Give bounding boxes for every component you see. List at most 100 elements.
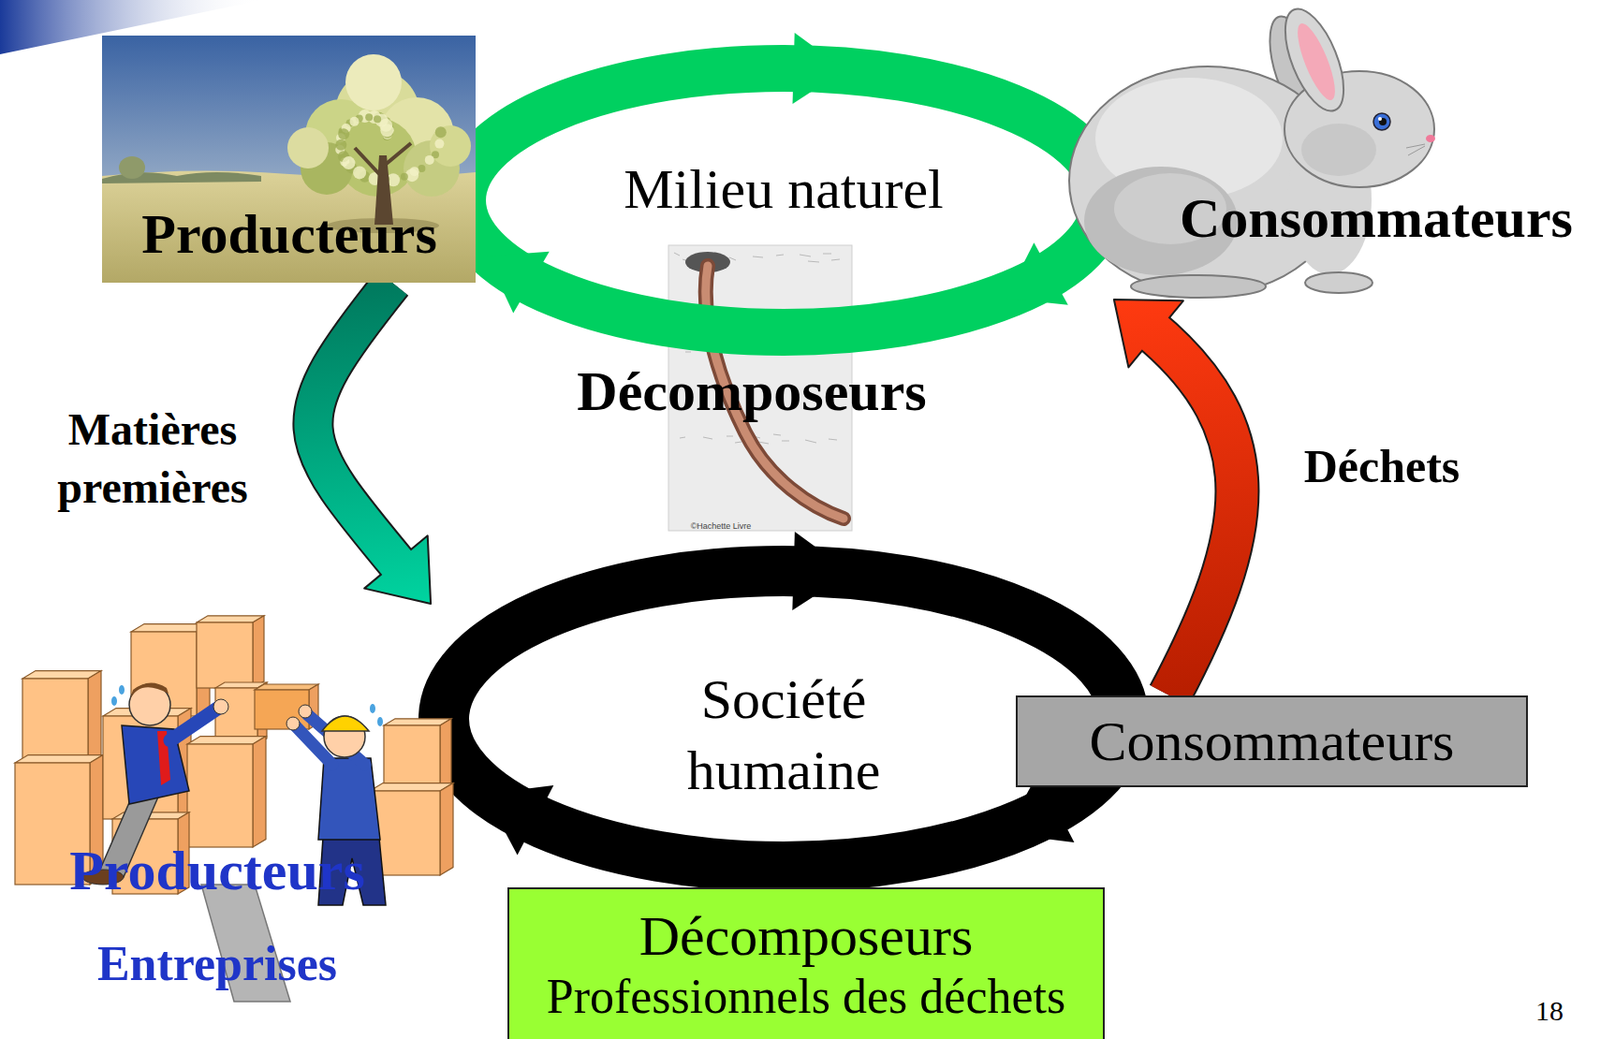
node-text: Entreprises [97, 936, 338, 993]
companies-producers: ProducteursEntreprises [9, 603, 464, 1007]
small-tree [118, 156, 146, 179]
ring-arrowhead [484, 785, 554, 856]
text-holder: Consommateurs [1179, 186, 1573, 251]
soil-speck [781, 440, 790, 442]
page-number: 18 [1535, 995, 1564, 1028]
box-side [440, 783, 454, 876]
arrow-shaft [312, 282, 403, 571]
soil-speck [726, 436, 734, 438]
node-text: Décomposeurs [576, 359, 926, 425]
leaf-speck [373, 115, 382, 123]
soil-speck [729, 257, 736, 261]
box-text: Professionnels des déchets [546, 968, 1067, 1026]
rabbit-eye-glint [1378, 117, 1382, 121]
rabbit-ear [1273, 0, 1356, 119]
leaf-speck [337, 128, 350, 140]
leaf-speck [400, 173, 409, 181]
rabbit-whiskers [1406, 144, 1425, 156]
soil-speck [807, 261, 820, 263]
rabbit-illustration [1057, 7, 1592, 300]
edge-label: Matières premières [40, 400, 265, 517]
arrow-shaft [1147, 326, 1238, 696]
soil-speck [685, 352, 691, 353]
edge-label-holder: Matières premières [40, 400, 265, 517]
ring-arrowhead [792, 32, 846, 104]
soil-speck [802, 347, 814, 349]
soil-speck [752, 256, 764, 258]
box-top [254, 684, 319, 690]
soil-speck [676, 345, 683, 347]
leaf-speck [435, 126, 447, 138]
text-holder: Producteurs [69, 838, 366, 904]
soil-speck [703, 437, 713, 440]
consumers-box: Consommateurs [1015, 695, 1528, 788]
waste-professionals-box: DécomposeursProfessionnels des déchets [507, 887, 1105, 1039]
box-text: Consommateurs [1089, 709, 1455, 775]
soil-speck [805, 440, 817, 443]
text-holder: Milieu naturel [623, 157, 944, 222]
sky [102, 35, 476, 283]
leaf-speck [365, 113, 373, 121]
box-top [14, 755, 103, 764]
soil-speck [825, 346, 835, 350]
box-text: Décomposeurs [639, 904, 974, 969]
soil-speck [734, 441, 742, 443]
soil-speck [778, 348, 787, 351]
soil-speck [776, 254, 784, 256]
leaf-speck [380, 123, 394, 137]
leaf-speck [434, 139, 444, 149]
box-front [187, 744, 253, 848]
rabbit-eye [1373, 113, 1391, 131]
text-holder: Producteurs [141, 202, 438, 267]
edge-label-holder: Déchets [1304, 440, 1461, 495]
node-text: Producteurs [141, 202, 438, 267]
text-holder: Société humaine [661, 663, 906, 807]
ring-arrowhead [1005, 242, 1069, 306]
soil-speck [732, 350, 739, 352]
node-text: Milieu naturel [623, 157, 944, 222]
rabbit-pupil [1379, 117, 1387, 126]
leaf-speck [425, 155, 435, 165]
tree-branches [354, 143, 412, 177]
node-text: Consommateurs [1179, 186, 1573, 251]
sweat-drop [369, 704, 376, 714]
sweat-drop [111, 696, 118, 706]
label-holder: 18 [1535, 995, 1564, 1028]
rabbit-ear-inside [1290, 19, 1342, 105]
soil-speck [831, 259, 840, 261]
copyright-note: ©Hachette Livre [690, 521, 752, 531]
leaf-speck [341, 156, 355, 170]
node-text: Producteurs [69, 838, 366, 904]
sweat-drop [118, 685, 125, 695]
ring-arrowhead [486, 251, 550, 314]
worker-hand [298, 704, 312, 719]
box-side [252, 616, 265, 689]
box-front [22, 678, 89, 764]
soil-speck [822, 253, 832, 255]
leaf-speck [349, 117, 359, 127]
arrow-outline [1147, 326, 1238, 696]
soil-speck [700, 343, 710, 345]
man-hand [213, 699, 229, 715]
box-side [88, 671, 102, 764]
soil-speck [723, 343, 731, 346]
soil-speck [773, 434, 781, 436]
text-holder: Entreprises [97, 936, 338, 993]
box-front [383, 725, 441, 792]
soil-speck [755, 348, 766, 350]
node-text: Société humaine [661, 663, 906, 807]
box-side [252, 736, 266, 848]
man-arm [170, 708, 218, 741]
box-top [369, 783, 454, 792]
label-holder: ©Hachette Livre [690, 515, 752, 533]
soil-speck [674, 252, 680, 256]
rabbit-nose [1425, 134, 1436, 143]
arrow-outline [312, 282, 403, 571]
box-side [440, 719, 452, 792]
leaf-speck [410, 166, 420, 177]
soil-speck [799, 254, 811, 257]
earthworm-decomposers: Décomposeurs [557, 245, 946, 531]
producers-photo: Producteurs [102, 35, 476, 283]
rabbit-front-paw [1305, 272, 1373, 294]
